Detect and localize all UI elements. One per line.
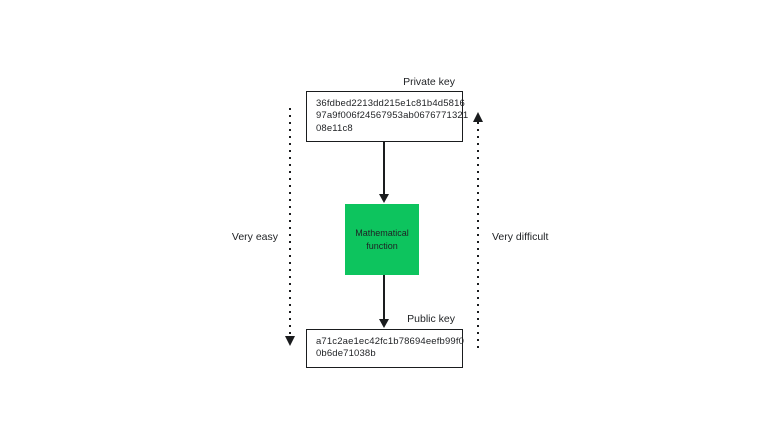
dotted-line [477, 122, 479, 350]
down-arrowhead-icon [379, 194, 389, 203]
very-difficult-label: Very difficult [492, 231, 549, 243]
arrow-shaft [383, 142, 385, 195]
down-arrowhead-icon [379, 319, 389, 328]
public-key-label: Public key [407, 313, 455, 325]
public-key-value-line-2: 0b6de71038b [316, 348, 376, 360]
private-key-value-line-1: 36fdbed2213dd215e1c81b4d5816 [316, 98, 465, 109]
public-key-value-line-1: a71c2ae1ec42fc1b78694eefb99f0 [316, 336, 465, 347]
private-key-label: Private key [403, 76, 455, 88]
mathematical-function-box: Mathematical function [345, 204, 419, 275]
very-easy-label: Very easy [231, 231, 278, 243]
down-arrowhead-icon [285, 336, 295, 346]
private-key-value-line-3: 08e11c8 [316, 122, 353, 134]
public-key-box: a71c2ae1ec42fc1b78694eefb99f0 0b6de71038… [306, 329, 465, 368]
private-key-value-line-2: 97a9f006f24567953ab0676771321 [316, 110, 469, 122]
dotted-line [289, 108, 291, 337]
arrow-shaft [383, 275, 385, 320]
up-arrowhead-icon [473, 112, 483, 122]
private-key-box: 36fdbed2213dd215e1c81b4d5816 97a9f006f24… [306, 91, 469, 142]
